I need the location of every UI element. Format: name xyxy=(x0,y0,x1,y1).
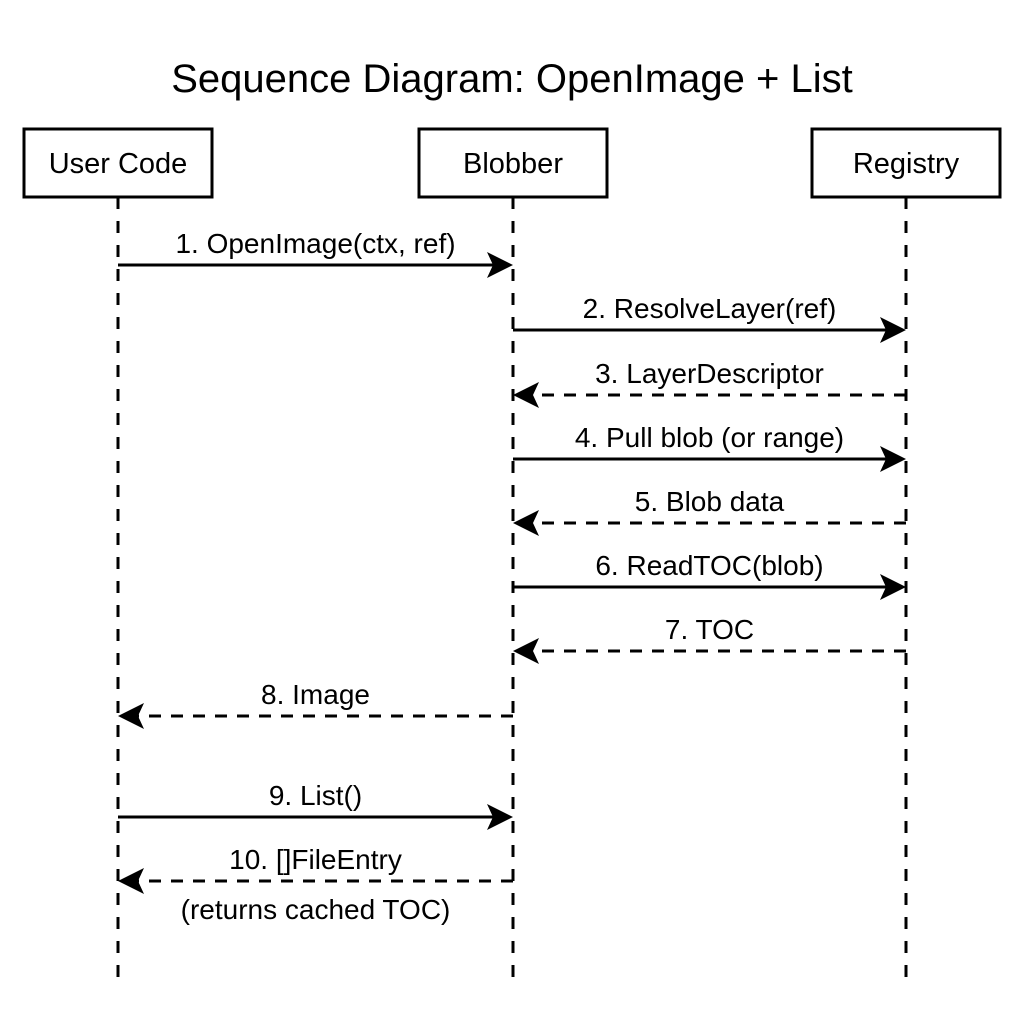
message-9[interactable]: 9. List() xyxy=(118,780,513,830)
message-arrowhead-4 xyxy=(880,446,906,472)
participant-registry[interactable]: Registry xyxy=(810,127,1002,199)
page-title: Sequence Diagram: OpenImage + List xyxy=(171,57,853,101)
message-label-2: 2. ResolveLayer(ref) xyxy=(583,293,837,324)
lifelines-group xyxy=(116,197,908,985)
message-1[interactable]: 1. OpenImage(ctx, ref) xyxy=(118,228,513,278)
participant-blobber[interactable]: Blobber xyxy=(417,127,609,199)
message-7[interactable]: 7. TOC xyxy=(513,614,906,664)
messages-group: 1. OpenImage(ctx, ref) 2. ResolveLayer(re… xyxy=(118,228,906,925)
message-label-9: 9. List() xyxy=(269,780,362,811)
participant-box-registry xyxy=(810,127,1002,199)
participants-group: User Code Blobber Registry xyxy=(22,127,1002,199)
message-arrowhead-2 xyxy=(880,317,906,343)
message-label-8: 8. Image xyxy=(261,679,370,710)
message-8[interactable]: 8. Image xyxy=(118,679,513,729)
message-label-10: 10. []FileEntry xyxy=(229,844,402,875)
message-4[interactable]: 4. Pull blob (or range) xyxy=(513,422,906,472)
message-label-4: 4. Pull blob (or range) xyxy=(575,422,844,453)
message-sublabel-10: (returns cached TOC) xyxy=(181,894,451,925)
message-arrowhead-7 xyxy=(513,638,539,664)
message-arrowhead-10 xyxy=(118,868,144,894)
participant-label-registry: Registry xyxy=(853,148,960,180)
participant-box-user-code xyxy=(22,127,214,199)
message-label-3: 3. LayerDescriptor xyxy=(595,358,824,389)
message-arrowhead-9 xyxy=(487,804,513,830)
message-6[interactable]: 6. ReadTOC(blob) xyxy=(513,550,906,600)
participant-box-blobber xyxy=(417,127,609,199)
message-2[interactable]: 2. ResolveLayer(ref) xyxy=(513,293,906,343)
message-arrowhead-5 xyxy=(513,510,539,536)
message-arrowhead-6 xyxy=(880,574,906,600)
message-label-5: 5. Blob data xyxy=(635,486,785,517)
participant-label-user-code: User Code xyxy=(49,148,188,180)
message-label-6: 6. ReadTOC(blob) xyxy=(595,550,823,581)
message-10[interactable]: 10. []FileEntry (returns cached TOC) xyxy=(118,844,513,925)
message-label-7: 7. TOC xyxy=(665,614,754,645)
participant-label-blobber: Blobber xyxy=(463,148,563,180)
message-arrowhead-3 xyxy=(513,382,539,408)
message-label-1: 1. OpenImage(ctx, ref) xyxy=(175,228,455,259)
message-5[interactable]: 5. Blob data xyxy=(513,486,906,536)
participant-user-code[interactable]: User Code xyxy=(22,127,214,199)
message-arrowhead-8 xyxy=(118,703,144,729)
message-arrowhead-1 xyxy=(487,252,513,278)
message-3[interactable]: 3. LayerDescriptor xyxy=(513,358,906,408)
